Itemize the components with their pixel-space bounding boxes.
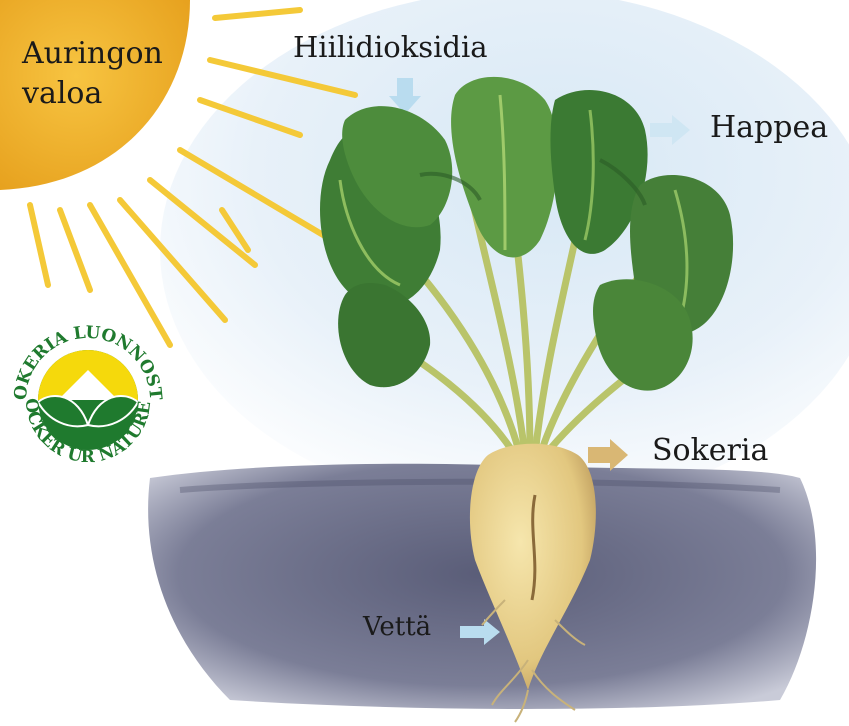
- sunlight-label: Auringon valoa: [22, 34, 202, 114]
- sokeria-luonnosta-logo: SOKERIA LUONNOSTA SOCKER UR NATUREN: [11, 323, 166, 472]
- sugar-label: Sokeria: [652, 433, 768, 468]
- oxygen-label: Happea: [710, 110, 828, 145]
- water-label: Vettä: [363, 612, 431, 642]
- carbon-dioxide-label: Hiilidioksidia: [293, 30, 488, 64]
